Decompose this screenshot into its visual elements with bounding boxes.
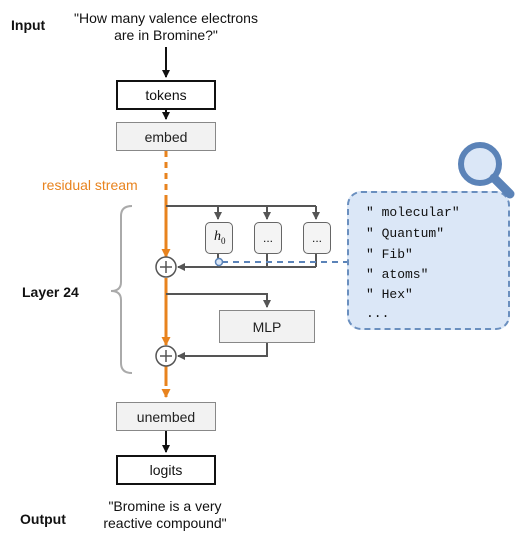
attention-head-more-2: ... — [303, 222, 331, 254]
input-text-line1: "How many valence electrons — [74, 10, 258, 26]
attention-head-more-1: ... — [254, 222, 282, 254]
plus-icon — [155, 256, 177, 278]
output-text-line1: "Bromine is a very — [108, 498, 222, 514]
probe-token: " Quantum" — [366, 226, 445, 241]
plus-icon — [155, 345, 177, 367]
probe-token: " atoms" — [366, 267, 429, 282]
output-text: "Bromine is a very reactive compound" — [80, 498, 250, 532]
input-label: Input — [11, 17, 46, 33]
output-text-line2: reactive compound" — [103, 515, 227, 531]
mlp-box: MLP — [219, 310, 315, 343]
unembed-box: unembed — [116, 402, 216, 431]
probe-token: ... — [366, 306, 390, 321]
input-text: "How many valence electrons are in Bromi… — [52, 10, 280, 44]
embed-box: embed — [116, 122, 216, 151]
probe-token-panel — [347, 191, 510, 330]
probe-token: " Hex" — [366, 287, 413, 302]
probe-token: " molecular" — [366, 205, 460, 220]
layer-label: Layer 24 — [22, 284, 79, 300]
logits-box: logits — [116, 455, 216, 485]
head-h0-label: h — [214, 229, 221, 244]
head-h0-subscript: 0 — [221, 236, 226, 246]
attention-head-h0: h 0 — [205, 222, 233, 254]
output-label: Output — [20, 511, 66, 527]
probe-token: " Fib" — [366, 247, 413, 262]
input-text-line2: are in Bromine?" — [114, 27, 218, 43]
residual-stream-label: residual stream — [42, 177, 138, 193]
tokens-box: tokens — [116, 80, 216, 110]
